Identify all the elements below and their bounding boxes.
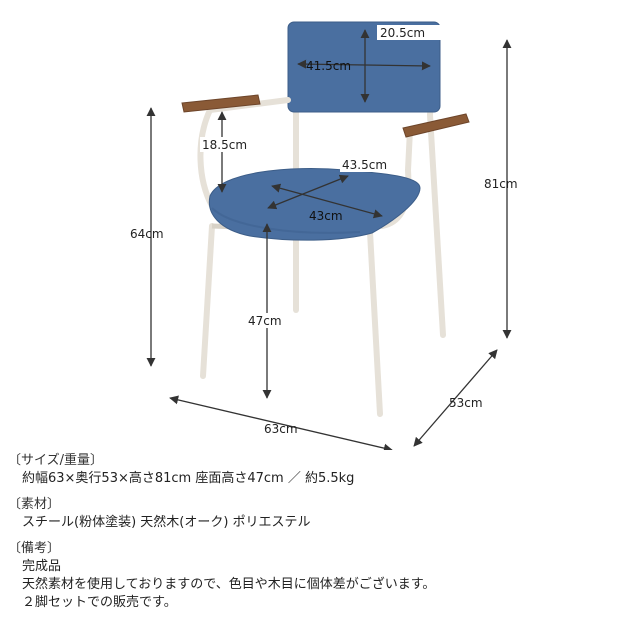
seat-cushion [208,168,421,241]
front-leg-right [367,229,383,417]
dim-total-width [169,395,393,450]
spec-size-heading: 〔サイズ/重量〕 [8,453,103,468]
spec-material: 〔素材〕 スチール(粉体塗装) 天然木(オーク) ポリエステル [8,496,632,532]
back-leg-right [427,112,446,338]
label-seat-width: 43cm [309,209,343,223]
armrest-left [181,94,261,113]
spec-size-weight: 〔サイズ/重量〕 約幅63×奥行53×高さ81cm 座面高さ47cm ／ 約5.… [8,452,632,488]
arm-frame-left [197,97,291,209]
spec-notes: 〔備考〕 完成品 天然素材を使用しておりますので、色目や木目に個体差がございます… [8,540,632,612]
label-seat-height: 47cm [248,314,282,328]
spec-material-heading: 〔素材〕 [8,497,61,512]
label-arm-height: 64cm [130,227,164,241]
armrest-right [402,113,470,138]
spec-material-line: スチール(粉体塗装) 天然木(オーク) ポリエステル [22,515,311,530]
label-back-width: 41.5cm [306,59,351,73]
front-leg-left [200,223,215,379]
label-total-height: 81cm [484,177,518,191]
label-total-width: 63cm [264,422,298,436]
spec-section: 〔サイズ/重量〕 約幅63×奥行53×高さ81cm 座面高さ47cm ／ 約5.… [8,452,632,620]
dim-seat-width [271,183,383,219]
dimension-labels: 20.5cm 41.5cm 18.5cm 43.5cm 43cm 64cm 81… [130,25,518,436]
spec-notes-heading: 〔備考〕 [8,541,61,556]
label-armrest-to-seat: 18.5cm [202,138,247,152]
chair-dimension-figure: 20.5cm 41.5cm 18.5cm 43.5cm 43cm 64cm 81… [130,21,518,450]
spec-notes-line: 天然素材を使用しておりますので、色目や木目に個体差がございます。 [22,577,436,592]
dim-back-width [297,59,431,71]
label-total-depth: 53cm [449,396,483,410]
spec-size-line: 約幅63×奥行53×高さ81cm 座面高さ47cm ／ 約5.5kg [22,471,355,486]
spec-notes-line: 完成品 [22,559,62,574]
label-back-height: 20.5cm [380,26,425,40]
label-seat-depth: 43.5cm [342,158,387,172]
dim-total-depth [413,349,498,447]
dimension-lines [146,29,512,450]
spec-notes-line: ２脚セットでの販売です。 [22,595,177,610]
